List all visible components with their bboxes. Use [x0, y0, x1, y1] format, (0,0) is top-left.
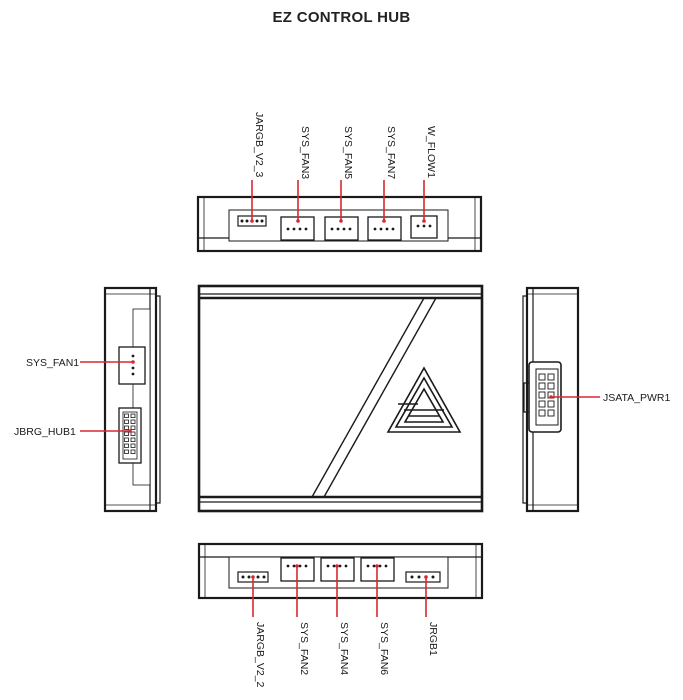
jbrg-hub1-connector	[118, 407, 142, 464]
label-sys-fan3: SYS_FAN3	[299, 126, 311, 179]
label-jbrg-hub1: JBRG_HUB1	[14, 426, 76, 438]
sys-fan7-connector	[367, 216, 402, 241]
label-jargb-v2-3: JARGB_V2_3	[253, 112, 265, 178]
label-sys-fan4: SYS_FAN4	[338, 622, 350, 675]
label-w-flow1: W_FLOW1	[425, 126, 437, 178]
top-edge-view: JARGB_V2_3 SYS_FAN3 SYS_FAN5 SYS_FAN7 W_…	[196, 112, 483, 253]
label-sys-fan7: SYS_FAN7	[385, 126, 397, 179]
right-edge-view: JSATA_PWR1	[522, 286, 670, 513]
label-jargb-v2-2: JARGB_V2_2	[254, 622, 266, 688]
hub-main-face	[197, 284, 484, 513]
label-sys-fan2: SYS_FAN2	[298, 622, 310, 675]
label-sys-fan5: SYS_FAN5	[342, 126, 354, 179]
left-edge-view: SYS_FAN1 JBRG_HUB1	[14, 286, 161, 513]
label-jsata-pwr1: JSATA_PWR1	[603, 392, 670, 404]
sys-fan5-connector	[324, 216, 359, 241]
brand-logo-icon	[386, 366, 462, 433]
label-sys-fan1: SYS_FAN1	[26, 357, 79, 369]
page-title: EZ CONTROL HUB	[272, 9, 411, 26]
w-flow1-connector	[410, 215, 438, 239]
jsata-pwr1-connector	[523, 361, 562, 433]
jrgb1-connector	[405, 571, 441, 583]
label-jrgb1: JRGB1	[427, 622, 439, 656]
label-sys-fan6: SYS_FAN6	[378, 622, 390, 675]
sys-fan1-connector	[118, 346, 146, 385]
bottom-edge-view: JARGB_V2_2 SYS_FAN2 SYS_FAN4 SYS_FAN6 JR…	[197, 542, 484, 688]
